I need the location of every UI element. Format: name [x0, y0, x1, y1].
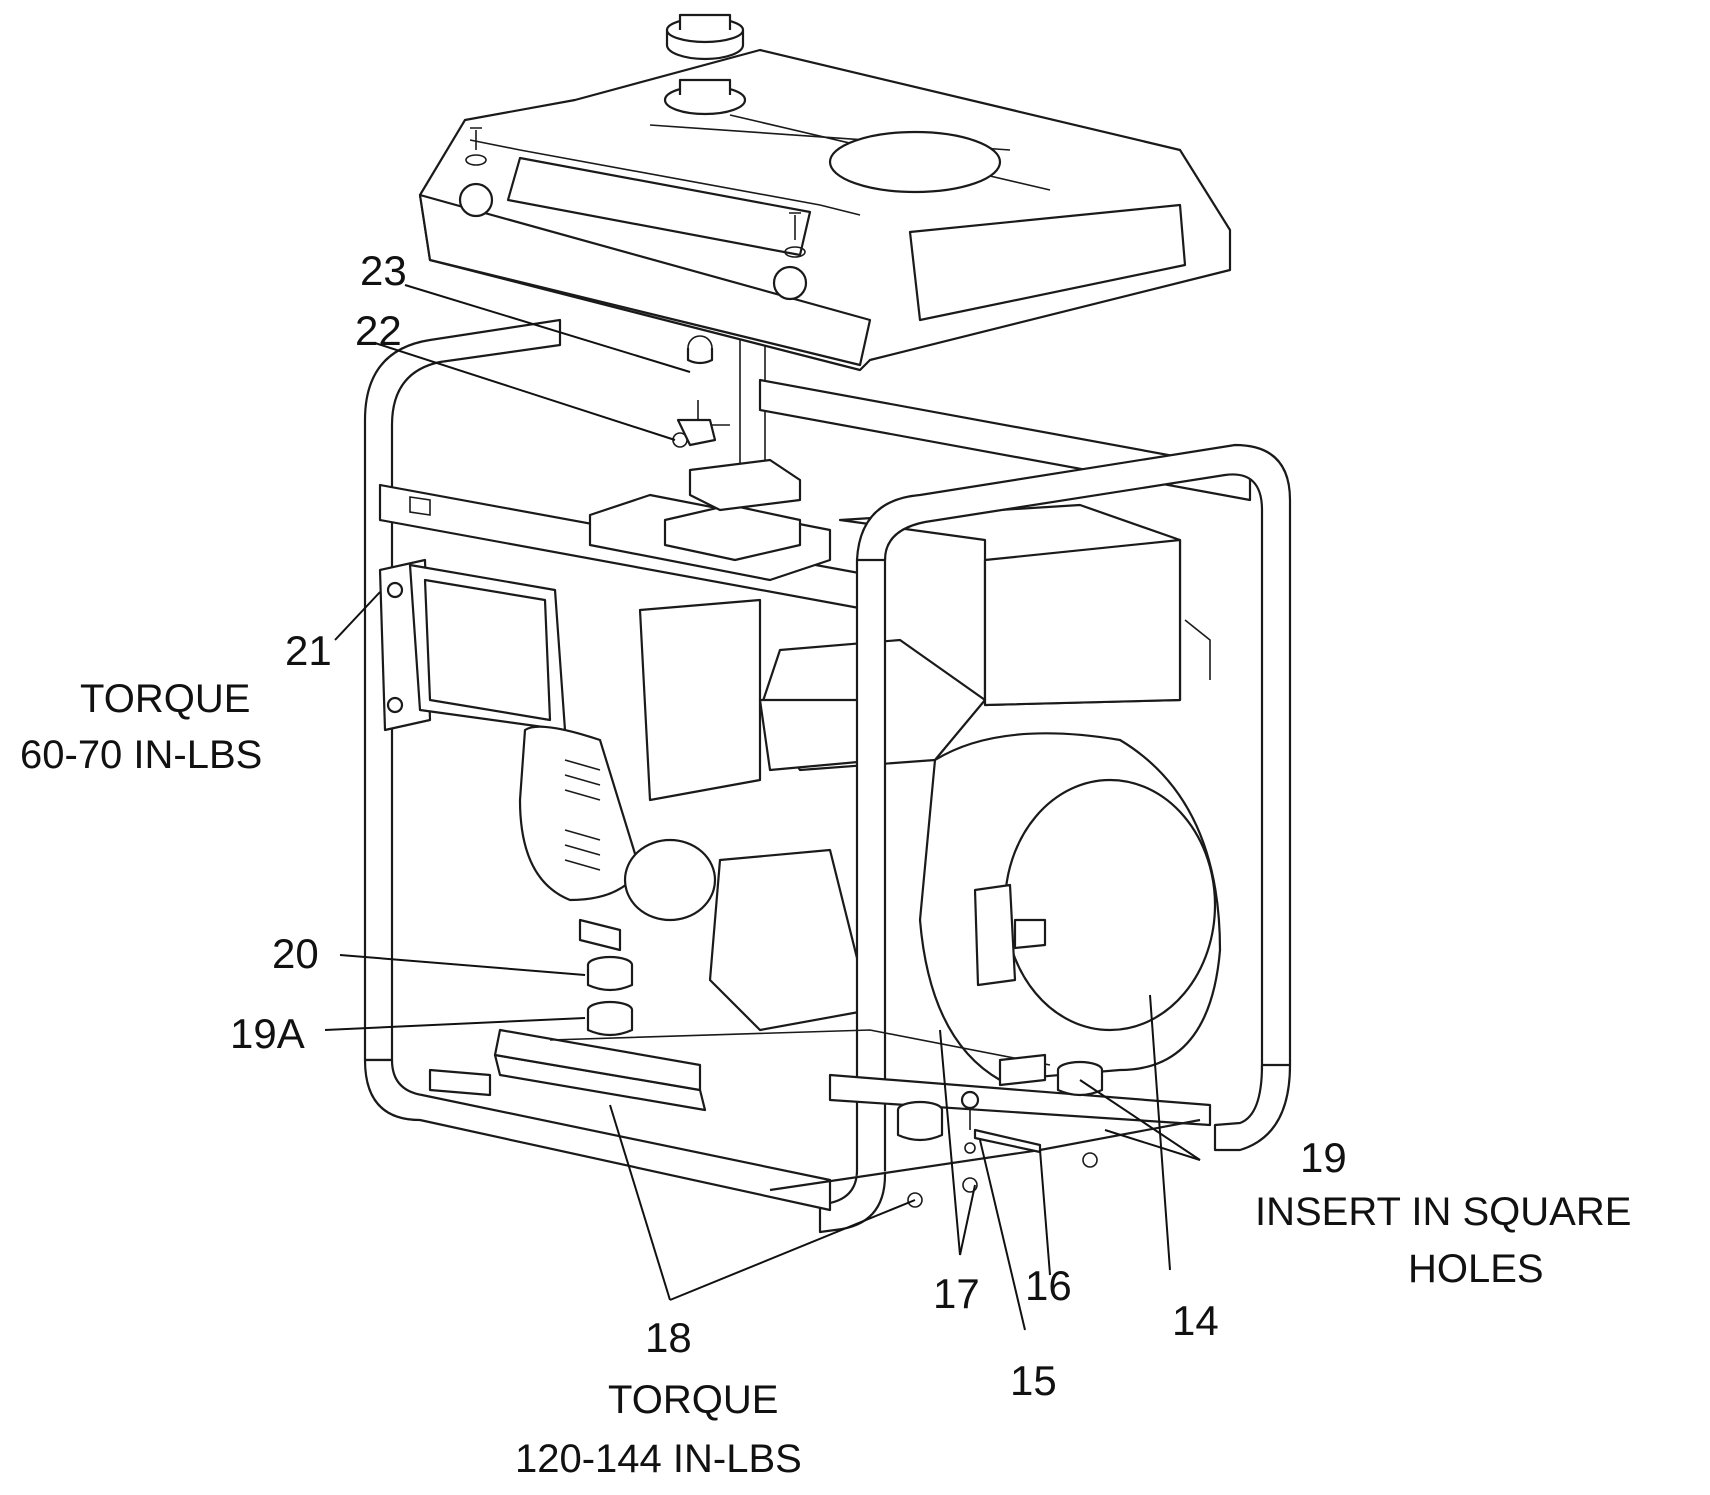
insert-note-19-line2: HOLES: [1408, 1247, 1544, 1291]
callout-16: 16: [1025, 1262, 1072, 1309]
torque-note-21-line2: 60-70 IN-LBS: [20, 733, 262, 777]
insert-note-19-line1: INSERT IN SQUARE: [1255, 1190, 1631, 1234]
frame-crossbar: [378, 458, 872, 612]
leader-lines: [324, 284, 1201, 1331]
torque-note-18-line1: TORQUE: [608, 1378, 778, 1422]
callout-17: 17: [933, 1270, 980, 1317]
callout-labels: 23 22 21 20 19A 19 14 16 17 15 18: [230, 247, 1347, 1404]
mount-hardware: [578, 335, 1104, 1208]
callout-19: 19: [1300, 1134, 1347, 1181]
engine-block: [708, 503, 1222, 1082]
callout-21: 21: [285, 627, 332, 674]
callout-22: 22: [355, 307, 402, 354]
callout-20: 20: [272, 930, 319, 977]
torque-note-18-line2: 120-144 IN-LBS: [515, 1437, 802, 1481]
callout-14: 14: [1172, 1297, 1219, 1344]
torque-note-21-line1: TORQUE: [80, 677, 250, 721]
callout-23: 23: [360, 247, 407, 294]
callout-15: 15: [1010, 1357, 1057, 1404]
callout-18: 18: [645, 1314, 692, 1361]
notes: TORQUE 60-70 IN-LBS INSERT IN SQUARE HOL…: [20, 677, 1631, 1481]
callout-19a: 19A: [230, 1010, 305, 1057]
frame-front: [818, 443, 1292, 1234]
generator-housing: [378, 558, 762, 922]
fuel-tank: [418, 13, 1232, 372]
